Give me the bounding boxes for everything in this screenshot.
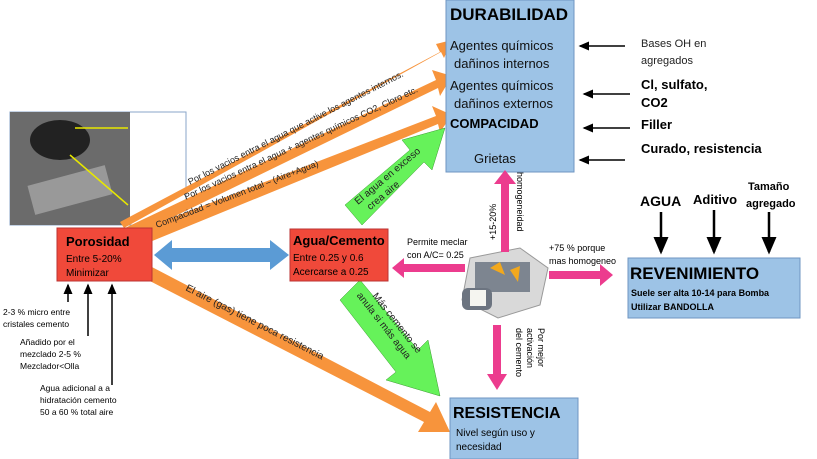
cause-label: Curado, resistencia: [641, 141, 762, 156]
revenimiento-box: REVENIMIENTO Suele ser alta 10-14 para B…: [627, 257, 801, 319]
compacidad-label: COMPACIDAD: [450, 116, 539, 131]
mixer-label: activación: [525, 328, 535, 368]
resistencia-title: RESISTENCIA: [453, 405, 561, 422]
mixer-label: Por mejor: [536, 328, 546, 367]
agua-cemento-title: Agua/Cemento: [293, 233, 385, 248]
revenimiento-line: Suele ser alta 10-14 para Bomba: [631, 288, 770, 298]
durabilidad-line: dañinos externos: [454, 96, 554, 111]
note-line: cristales cemento: [3, 319, 69, 329]
cause-label: Bases OH en: [641, 38, 706, 50]
porosidad-notes: 2-3 % micro entre cristales cemento Añad…: [3, 283, 117, 417]
note-line: 50 a 60 % total aire: [40, 407, 114, 417]
mixer-label: mas homogeneo: [549, 256, 616, 266]
cause-label: agregados: [641, 55, 693, 67]
mixer-label: del cemento: [514, 328, 524, 377]
mixer-label: +75 % porque: [549, 243, 605, 253]
resistencia-line: Nivel según uso y: [456, 428, 535, 439]
input-label: Aditivo: [693, 192, 737, 207]
grietas-label: Grietas: [474, 151, 516, 166]
mixer-label: Permite meclar: [407, 237, 468, 247]
resistencia-box: RESISTENCIA Nivel según uso y necesidad: [449, 397, 579, 459]
porosidad-line: Entre 5-20%: [66, 254, 122, 265]
input-label: AGUA: [640, 193, 681, 209]
mixer-image: [461, 247, 549, 319]
note-line: Mezclador<Olla: [20, 361, 80, 371]
green-arrow-agua-exceso: El agua en excesocrea aire: [344, 127, 446, 226]
agua-cemento-line: Acercarse a 0.25: [293, 267, 369, 278]
micrograph-image: [9, 111, 187, 226]
durabilidad-line: dañinos internos: [454, 56, 550, 71]
porosidad-title: Porosidad: [66, 234, 130, 249]
pink-arrow-up: +15-20% homogeneidad: [488, 170, 525, 252]
revenimiento-inputs: AGUA Aditivo Tamaño agregado: [640, 181, 796, 255]
agua-cemento-line: Entre 0.25 y 0.6: [293, 253, 364, 264]
porosidad-box: Porosidad Entre 5-20% Minimizar: [56, 227, 153, 282]
cause-label: Filler: [641, 117, 672, 132]
note-line: 2-3 % micro entre: [3, 307, 70, 317]
pink-arrow-down: Por mejor activación del cemento: [487, 325, 546, 390]
cause-label: CO2: [641, 95, 668, 110]
input-label: agregado: [746, 198, 796, 210]
note-line: mezclado 2-5 %: [20, 349, 81, 359]
input-label: Tamaño: [748, 181, 790, 193]
note-line: Añadido por el: [20, 337, 75, 347]
durabilidad-line: Agentes químicos: [450, 38, 554, 53]
porosidad-line: Minimizar: [66, 268, 109, 279]
revenimiento-line: Utilizar BANDOLLA: [631, 302, 715, 312]
mixer-label: +15-20%: [488, 204, 498, 240]
resistencia-line: necesidad: [456, 442, 502, 453]
durabilidad-line: Agentes químicos: [450, 78, 554, 93]
durabilidad-title: DURABILIDAD: [450, 5, 568, 24]
right-causes: Bases OH en agregados Cl, sulfato, CO2 F…: [578, 38, 762, 165]
note-line: hidratación cemento: [40, 395, 117, 405]
pink-arrow-right: +75 % porque mas homogeneo: [549, 243, 616, 286]
cause-label: Cl, sulfato,: [641, 77, 707, 92]
durabilidad-box: DURABILIDAD Agentes químicos dañinos int…: [445, 0, 575, 173]
mixer-label: con A/C= 0.25: [407, 250, 464, 260]
mixer-label: homogeneidad: [515, 172, 525, 232]
pink-arrow-left: Permite meclar con A/C= 0.25: [392, 237, 468, 278]
double-arrow: [154, 240, 289, 270]
agua-cemento-box: Agua/Cemento Entre 0.25 y 0.6 Acercarse …: [289, 228, 389, 282]
revenimiento-title: REVENIMIENTO: [630, 264, 759, 283]
arrow-label: El aire (gas) tiene poca resistencia: [184, 283, 326, 363]
note-line: Agua adicional a a: [40, 383, 110, 393]
